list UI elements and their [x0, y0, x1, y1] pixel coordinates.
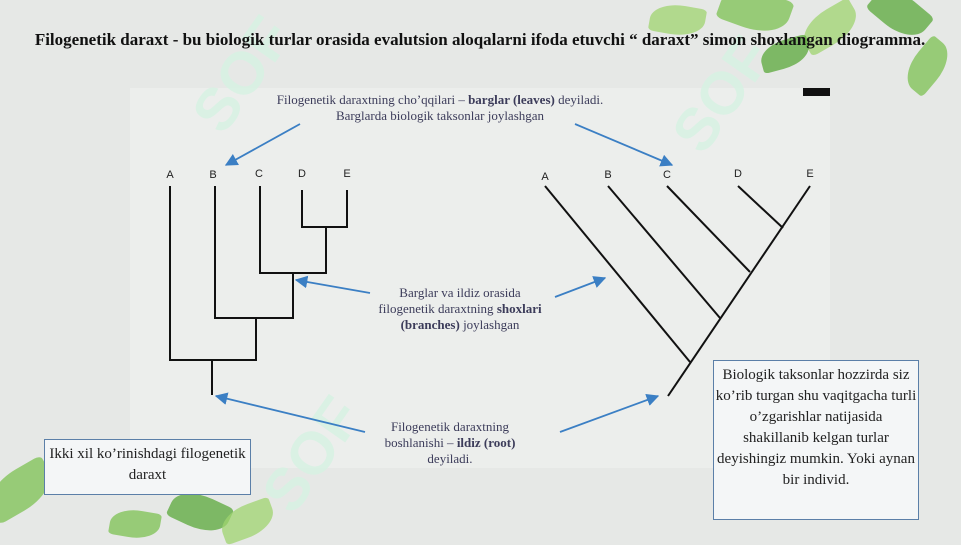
leaf-label-d: D — [734, 168, 742, 180]
root-annotation: Filogenetik daraxtning boshlanishi – ild… — [384, 419, 516, 466]
tree-branch — [259, 186, 327, 274]
leaf-label-b: B — [604, 169, 611, 181]
tree-branch — [214, 186, 294, 319]
tree-branch — [666, 185, 751, 273]
leaf-label-c: C — [255, 168, 263, 180]
arrow-to-left-root — [214, 392, 366, 433]
diagonal-tree-labels: A B C D E — [541, 168, 813, 183]
tree-branch — [544, 185, 691, 363]
leaf-label-a: A — [541, 171, 549, 183]
arrow-to-left-branch — [294, 275, 371, 294]
arrow-to-right-branch — [554, 276, 607, 298]
branches-annotation: Barglar va ildiz orasida filogenetik dar… — [378, 285, 542, 332]
panel-marker — [803, 88, 830, 96]
leaf-label-e: E — [343, 168, 350, 180]
tree-branch — [667, 185, 811, 397]
tree-branch — [607, 185, 721, 319]
tree-branch — [737, 185, 784, 229]
annotation-arrows — [214, 123, 674, 433]
tree-branch — [169, 186, 257, 361]
page-title: Filogenetik daraxt - bu biologik turlar … — [34, 30, 926, 49]
leaf-label-b: B — [209, 169, 216, 181]
leaf-label-e: E — [806, 168, 813, 180]
arrow-to-left-leaf — [224, 123, 301, 166]
tree-types-caption-box: Ikki xil ko’rinishdagi filogenetik darax… — [44, 439, 251, 495]
taxa-explanation-box: Biologik taksonlar hozzirda siz ko’rib t… — [713, 360, 919, 520]
tree-branch — [301, 190, 348, 228]
rectangular-tree-labels: A B C D E — [166, 168, 350, 181]
leaf-label-c: C — [663, 169, 671, 181]
arrow-to-right-root — [559, 393, 660, 433]
leaf-label-d: D — [298, 168, 306, 180]
rectangular-tree — [169, 186, 348, 395]
leaves-annotation: Filogenetik daraxtning cho’qqilari – bar… — [276, 92, 604, 123]
leaf-label-a: A — [166, 169, 174, 181]
diagonal-tree — [544, 185, 811, 397]
arrow-to-right-leaf — [574, 123, 674, 167]
